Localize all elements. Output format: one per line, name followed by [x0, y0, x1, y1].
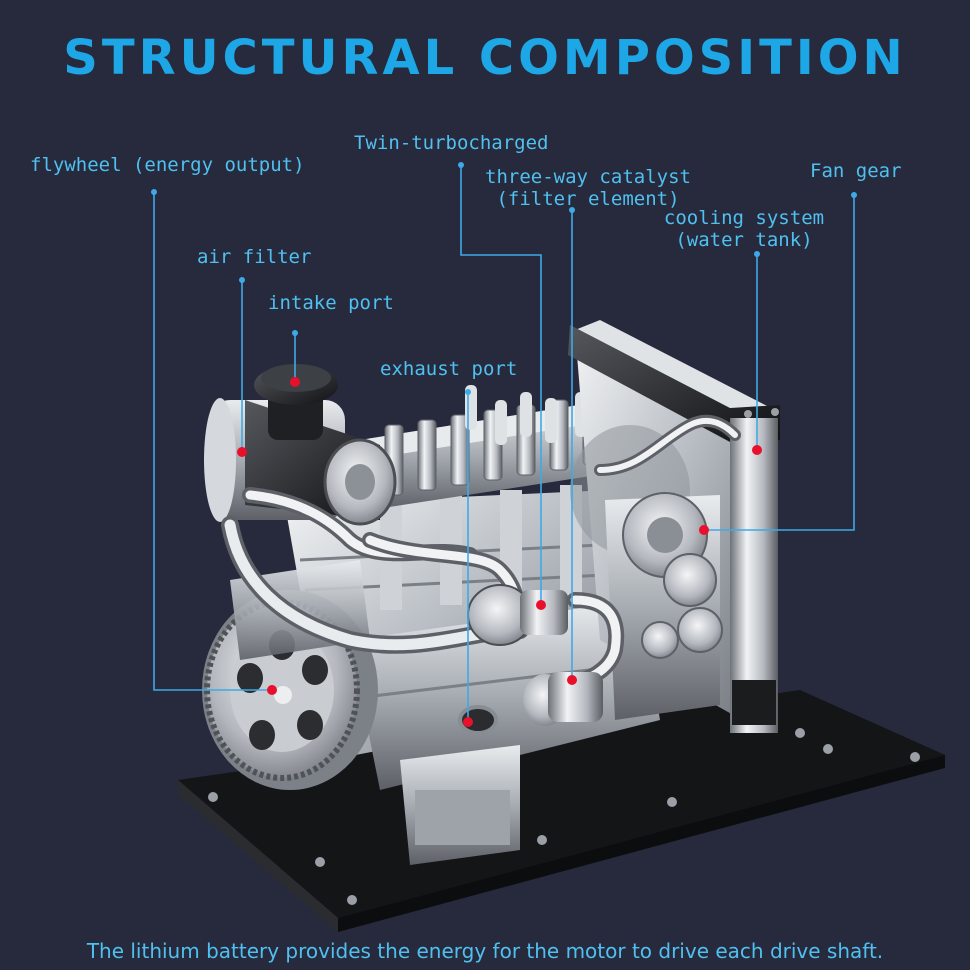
- marker-twin-turbo: [536, 600, 546, 610]
- marker-fan-gear: [699, 525, 709, 535]
- marker-exhaust-port: [463, 717, 473, 727]
- leader-lines: [153, 165, 855, 722]
- component-markers: [237, 377, 762, 727]
- marker-air-filter: [237, 447, 247, 457]
- caption: The lithium battery provides the energy …: [86, 939, 884, 963]
- marker-cooling: [752, 445, 762, 455]
- leader-fan-gear: [704, 195, 855, 531]
- marker-intake-port: [290, 377, 300, 387]
- page-title: STRUCTURAL COMPOSITION: [63, 30, 907, 86]
- turbochargers: [458, 584, 603, 735]
- fan-gear: [605, 492, 723, 720]
- leader-flywheel: [153, 192, 272, 691]
- label-exhaust-port: exhaust port: [380, 358, 518, 380]
- label-fan-gear: Fan gear: [810, 160, 902, 182]
- label-cooling: cooling system (water tank): [663, 207, 825, 251]
- marker-catalyst: [567, 675, 577, 685]
- marker-flywheel: [267, 685, 277, 695]
- leader-twin-turbo: [460, 165, 542, 605]
- leader-anchors: [151, 162, 857, 395]
- label-intake-port: intake port: [268, 292, 394, 314]
- label-flywheel: flywheel (energy output): [30, 154, 305, 176]
- base-plate: [178, 690, 945, 932]
- label-air-filter: air filter: [197, 246, 312, 268]
- label-catalyst: three-way catalyst (filter element): [485, 166, 691, 210]
- flywheel: [202, 560, 378, 790]
- label-twin-turbo: Twin-turbocharged: [354, 132, 549, 154]
